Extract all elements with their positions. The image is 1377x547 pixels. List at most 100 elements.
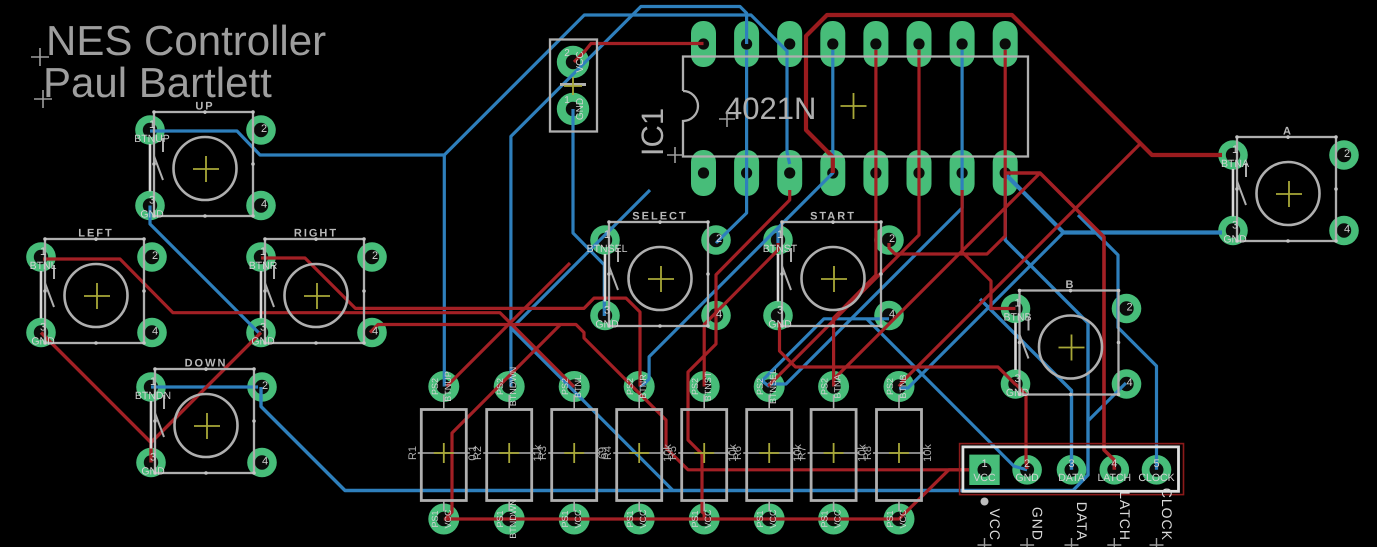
svg-text:DATA: DATA [1058, 472, 1084, 484]
svg-text:Paul Bartlett: Paul Bartlett [43, 59, 272, 106]
svg-text:GND: GND [768, 319, 792, 331]
svg-text:PS1: PS1 [560, 510, 570, 527]
svg-text:4: 4 [262, 456, 268, 468]
svg-text:4: 4 [716, 309, 722, 321]
svg-text:69: 69 [597, 447, 609, 459]
svg-text:2: 2 [152, 250, 158, 262]
svg-text:10k: 10k [727, 444, 739, 462]
svg-text:2: 2 [1344, 148, 1350, 160]
svg-text:2: 2 [716, 233, 722, 245]
svg-text:4: 4 [261, 199, 267, 211]
svg-text:1: 1 [777, 229, 783, 241]
svg-text:CLOCK: CLOCK [1159, 488, 1175, 541]
svg-text:DOWN: DOWN [185, 358, 228, 370]
svg-text:10k: 10k [792, 444, 804, 462]
svg-text:BTNA: BTNA [833, 374, 843, 398]
svg-text:PS2: PS2 [755, 378, 765, 395]
svg-text:2: 2 [1126, 302, 1132, 314]
svg-text:GND: GND [1015, 472, 1039, 484]
svg-text:GND: GND [1030, 507, 1046, 541]
svg-text:5: 5 [1153, 458, 1159, 470]
svg-text:1: 1 [149, 119, 155, 131]
svg-text:BTNDWN: BTNDWN [508, 367, 518, 407]
svg-text:PS2: PS2 [560, 378, 570, 395]
svg-text:BTNST: BTNST [703, 371, 713, 401]
svg-text:UP: UP [195, 101, 214, 113]
svg-text:3: 3 [1014, 373, 1020, 385]
svg-text:PS1: PS1 [755, 510, 765, 527]
svg-text:PS1: PS1 [495, 510, 505, 527]
svg-text:RIGHT: RIGHT [294, 228, 338, 240]
svg-text:GND: GND [140, 209, 164, 221]
svg-text:PS2: PS2 [625, 378, 635, 395]
svg-text:DATA: DATA [1074, 502, 1090, 541]
svg-text:BTNDN: BTNDN [135, 390, 171, 402]
svg-text:1: 1 [40, 246, 46, 258]
svg-text:4: 4 [889, 309, 895, 321]
svg-text:BTNA: BTNA [1221, 158, 1249, 170]
svg-text:4: 4 [372, 326, 378, 338]
svg-text:LATCH: LATCH [1097, 472, 1131, 484]
svg-text:PS2: PS2 [495, 378, 505, 395]
svg-text:VCC: VCC [898, 509, 908, 529]
svg-text:VCC: VCC [768, 509, 778, 529]
svg-text:PS1: PS1 [885, 510, 895, 527]
svg-text:3: 3 [149, 195, 155, 207]
svg-text:R3: R3 [537, 446, 549, 460]
svg-text:1: 1 [564, 95, 570, 106]
svg-text:R6: R6 [732, 446, 744, 460]
svg-text:VCC: VCC [973, 472, 996, 484]
svg-text:R5: R5 [667, 446, 679, 460]
svg-text:2: 2 [372, 250, 378, 262]
svg-text:A: A [1283, 126, 1293, 138]
svg-text:3: 3 [40, 322, 46, 334]
svg-text:1: 1 [260, 246, 266, 258]
svg-text:BTNL: BTNL [573, 375, 583, 398]
svg-text:3: 3 [1232, 220, 1238, 232]
svg-text:3: 3 [777, 305, 783, 317]
svg-text:B: B [1066, 279, 1076, 291]
svg-text:VCC: VCC [703, 509, 713, 529]
svg-text:PS2: PS2 [885, 378, 895, 395]
svg-text:GND: GND [1223, 234, 1247, 246]
svg-text:BTNST: BTNST [763, 243, 798, 255]
svg-text:PS1: PS1 [430, 510, 440, 527]
svg-text:CLOCK: CLOCK [1138, 472, 1174, 484]
svg-text:R1: R1 [407, 446, 419, 460]
svg-text:PS2: PS2 [690, 378, 700, 395]
svg-text:BTNR: BTNR [638, 374, 648, 399]
svg-text:3: 3 [604, 305, 610, 317]
svg-text:3: 3 [150, 452, 156, 464]
svg-text:GND: GND [595, 319, 619, 331]
svg-text:3: 3 [260, 322, 266, 334]
svg-text:BTNUP: BTNUP [443, 371, 453, 402]
svg-text:GND: GND [31, 336, 55, 348]
svg-text:BTNL: BTNL [30, 260, 57, 272]
svg-text:R8: R8 [862, 446, 874, 460]
svg-text:BTNB: BTNB [1003, 312, 1031, 324]
svg-text:1: 1 [1014, 298, 1020, 310]
svg-text:PS2: PS2 [430, 378, 440, 395]
svg-text:4: 4 [1111, 458, 1117, 470]
svg-text:2: 2 [564, 48, 570, 59]
svg-text:LEFT: LEFT [78, 228, 114, 240]
svg-text:BTNR: BTNR [249, 260, 278, 272]
svg-text:GND: GND [575, 98, 586, 120]
svg-text:VCC: VCC [638, 509, 648, 529]
svg-text:VCC: VCC [443, 509, 453, 529]
svg-text:4: 4 [1126, 377, 1132, 389]
svg-text:0.1: 0.1 [467, 445, 479, 460]
svg-text:SELECT: SELECT [632, 211, 687, 223]
svg-text:3: 3 [1068, 458, 1074, 470]
svg-text:PS1: PS1 [625, 510, 635, 527]
svg-text:PS1: PS1 [820, 510, 830, 527]
svg-text:4: 4 [1344, 224, 1350, 236]
svg-text:1: 1 [604, 229, 610, 241]
svg-text:2: 2 [1024, 458, 1030, 470]
svg-text:2: 2 [262, 380, 268, 392]
svg-text:BTNDWN: BTNDWN [508, 499, 518, 539]
svg-text:GND: GND [141, 466, 165, 478]
svg-text:10k: 10k [662, 444, 674, 462]
svg-text:START: START [810, 211, 856, 223]
svg-text:11k: 11k [532, 444, 544, 461]
